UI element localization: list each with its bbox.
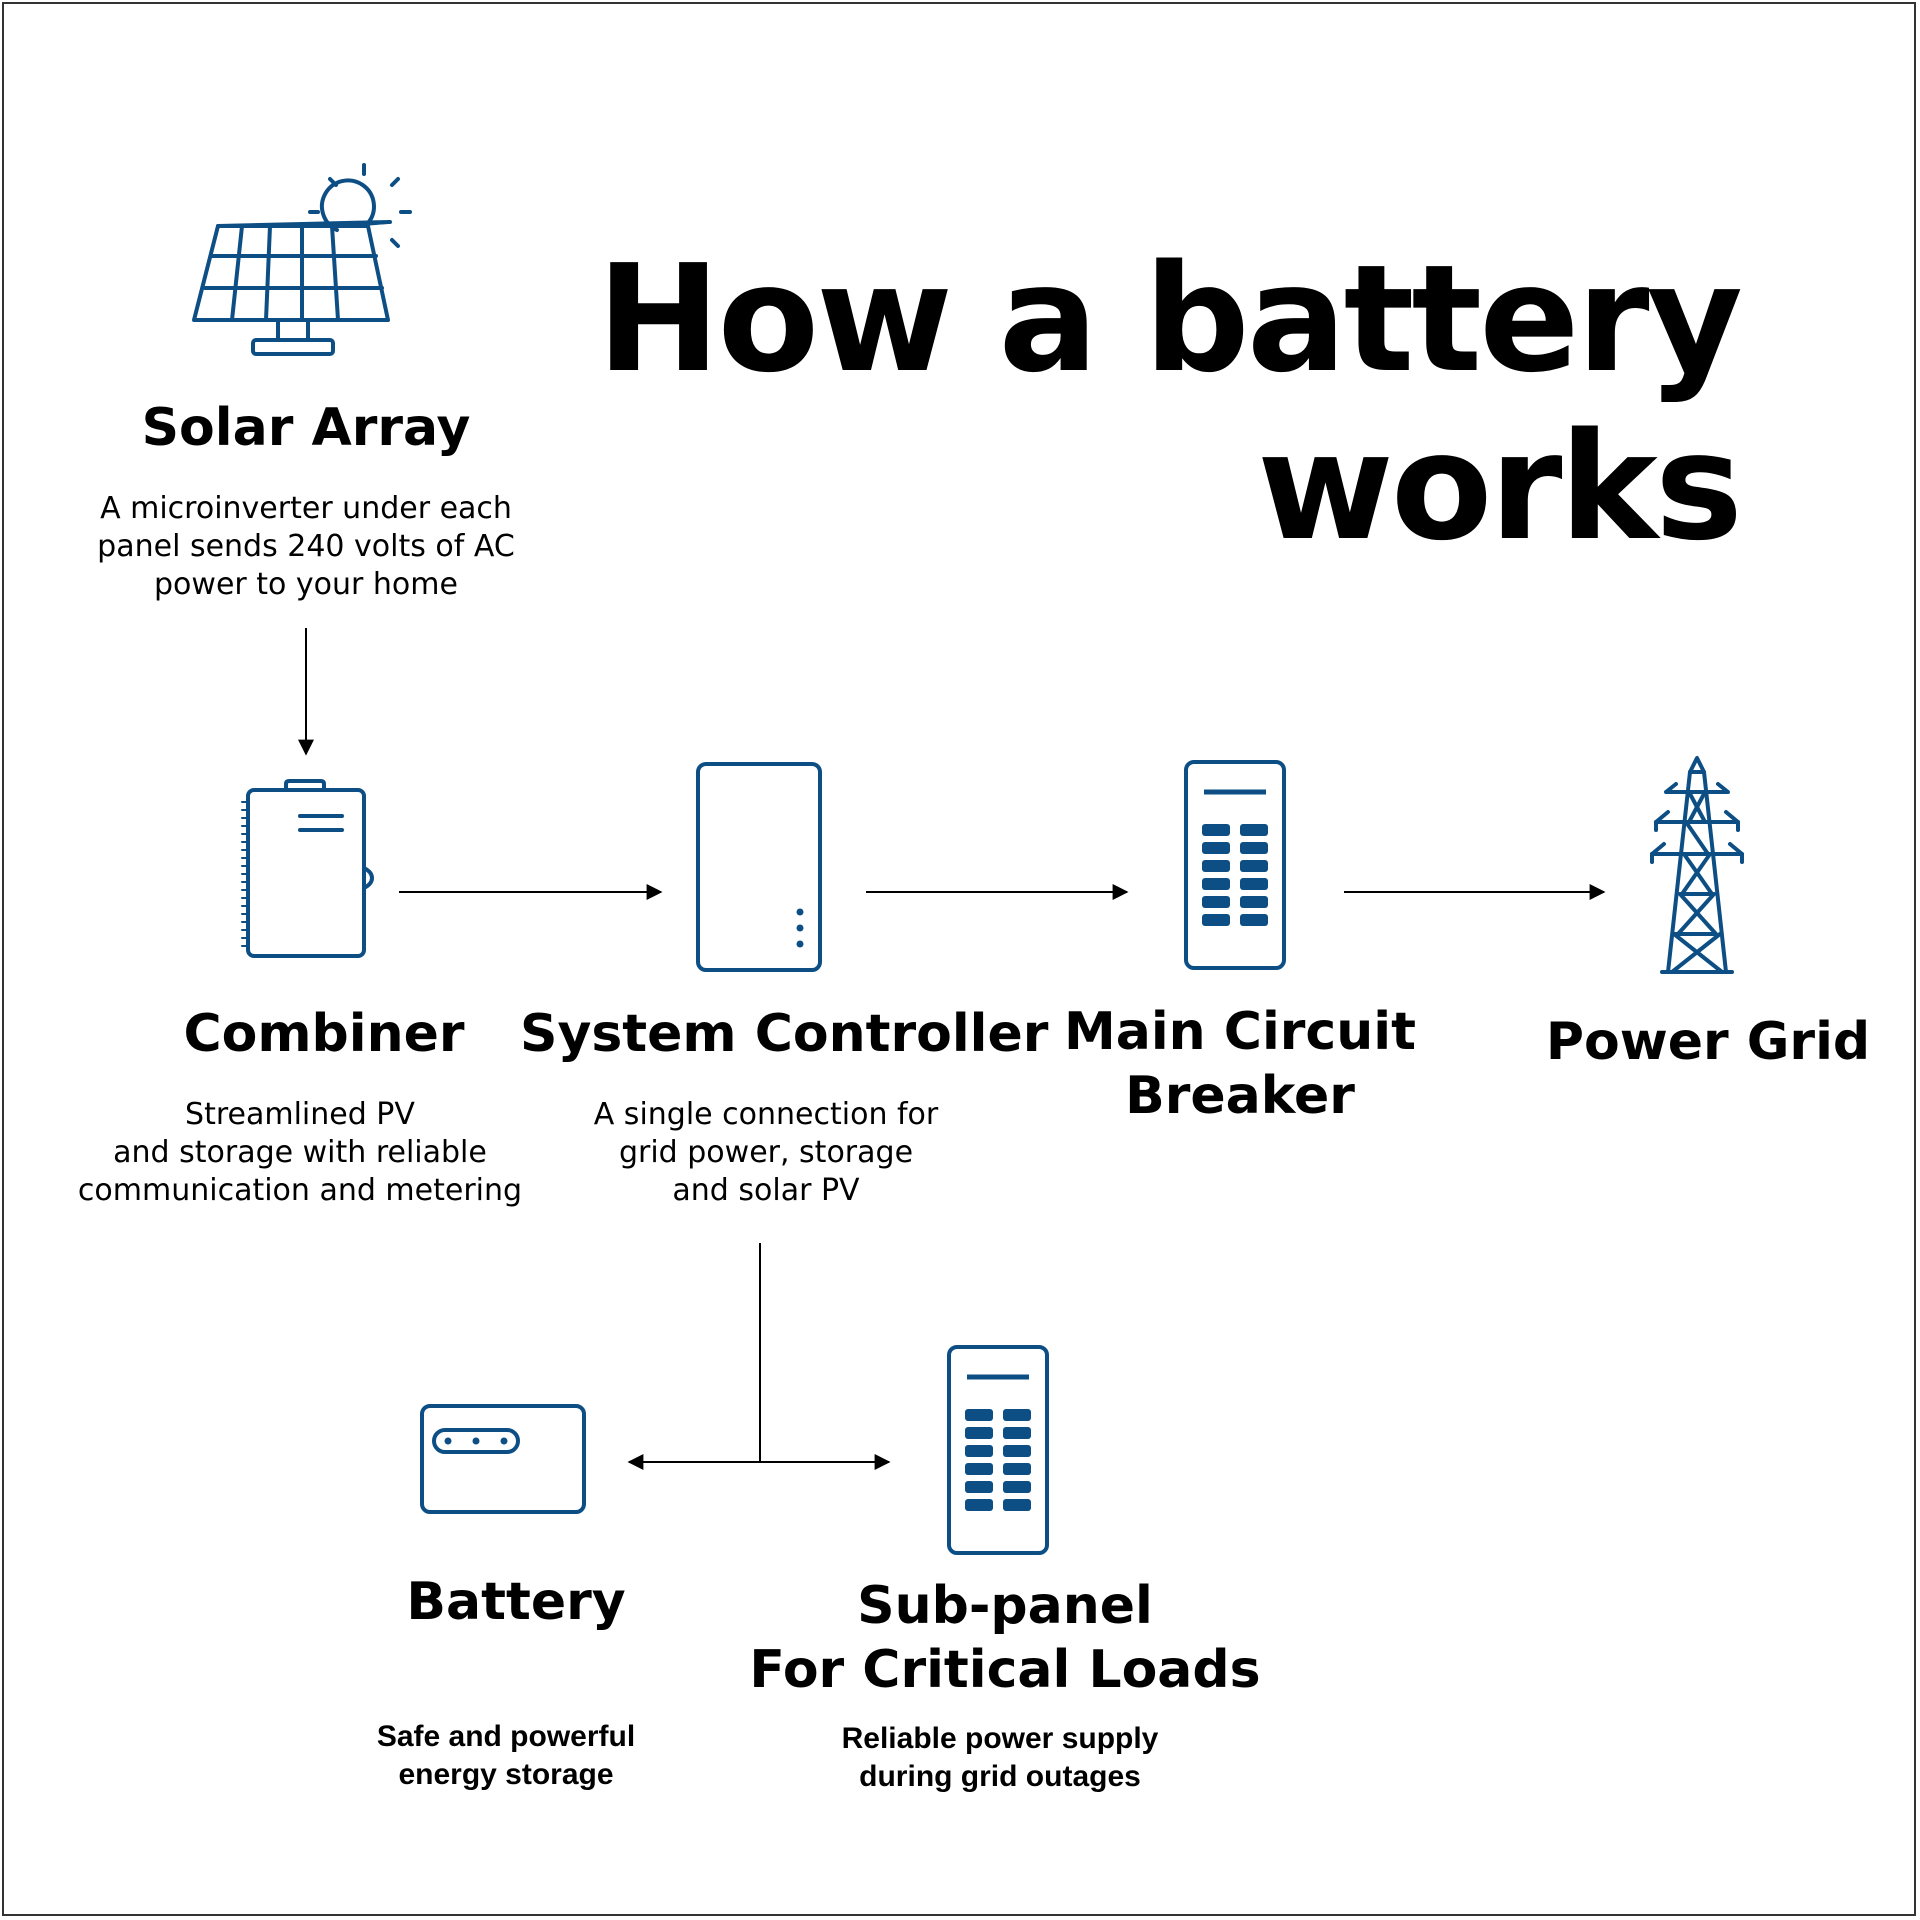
combiner-description: Streamlined PV and storage with reliable…: [77, 1097, 523, 1208]
battery-description: Safe and powerful energy storage: [376, 1720, 636, 1791]
solar-panel-icon: [192, 163, 412, 356]
battery-icon: [420, 1404, 586, 1514]
solar-array-label: Solar Array: [141, 398, 471, 458]
sub-panel-label: Sub-panel For Critical Loads: [749, 1576, 1261, 1700]
system-controller-description: A single connection for grid power, stor…: [593, 1097, 939, 1208]
solar-array-description: A microinverter under each panel sends 2…: [97, 491, 515, 602]
system-controller-label: System Controller: [520, 1004, 1049, 1064]
diagram-title: How a battery works: [596, 233, 1743, 573]
combiner-label: Combiner: [183, 1004, 465, 1064]
power-grid-label: Power Grid: [1545, 1012, 1871, 1072]
main-breaker-label: Main Circuit Breaker: [1064, 1002, 1416, 1126]
sub-panel-description: Reliable power supply during grid outage…: [841, 1722, 1159, 1793]
title-line-2: works: [1257, 401, 1743, 573]
combiner-box-icon: [241, 779, 374, 958]
system-controller-icon: [696, 762, 822, 972]
sub-panel-icon: [947, 1345, 1049, 1555]
transmission-tower-icon: [1650, 756, 1744, 974]
title-line-1: How a battery: [596, 233, 1743, 405]
battery-label: Battery: [406, 1572, 626, 1632]
breaker-panel-icon: [1184, 760, 1286, 970]
